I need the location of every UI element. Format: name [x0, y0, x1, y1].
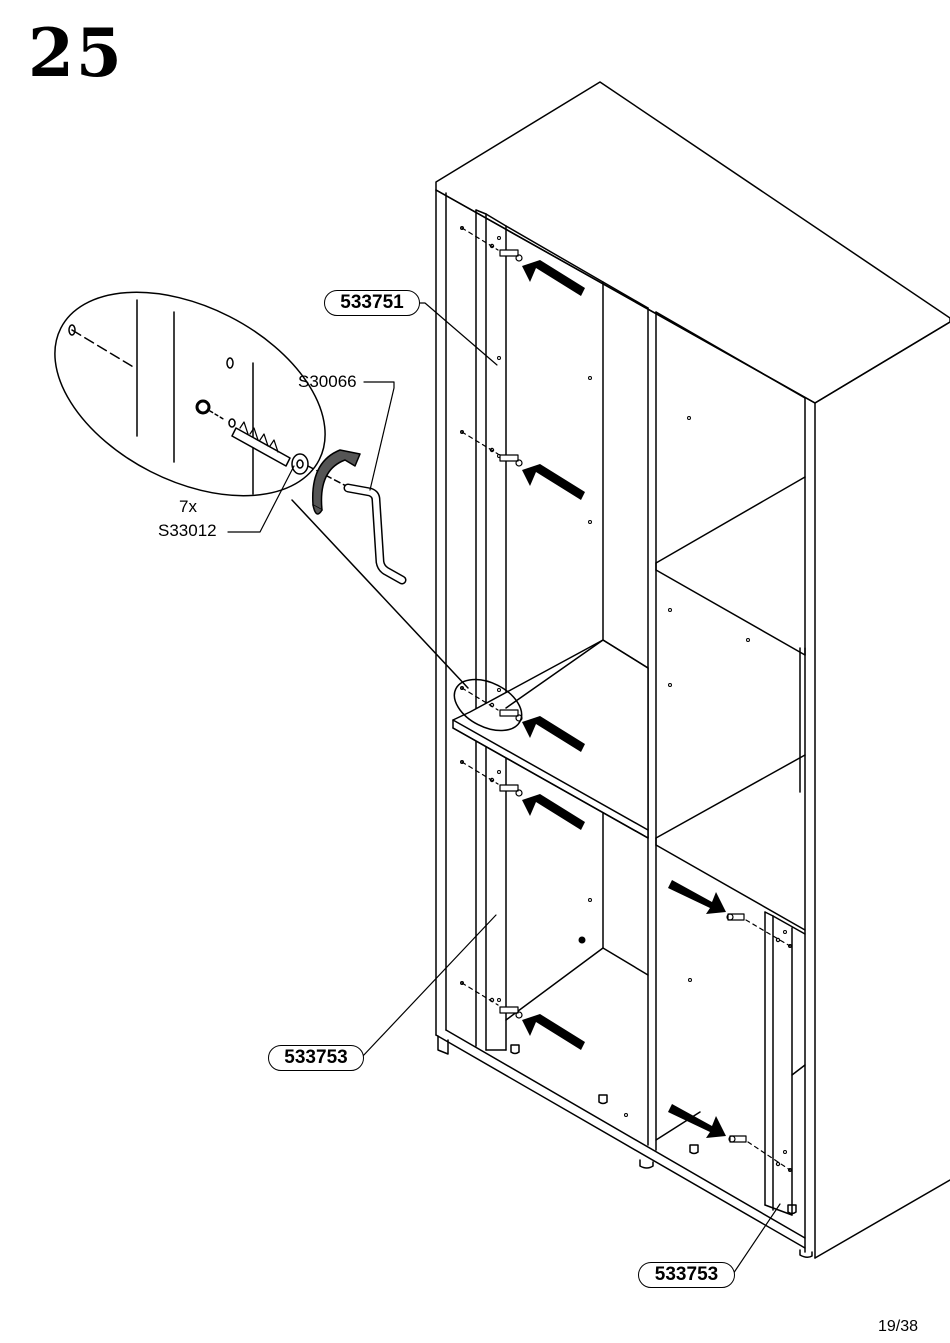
right-lower-side-panel	[765, 912, 805, 1215]
dowels	[511, 1045, 796, 1214]
fitting-label: S33012	[158, 521, 217, 541]
part-label-533751: 533751	[324, 290, 420, 316]
tool-label: S30066	[298, 372, 357, 392]
cabinet-top	[436, 82, 950, 403]
arrow-icon	[522, 1014, 585, 1050]
left-side-panel	[476, 210, 506, 1050]
allen-key-tool	[348, 488, 402, 580]
arrow-icon	[522, 464, 585, 500]
arrow-icon	[668, 1104, 726, 1138]
lower-left-floor	[506, 948, 648, 1020]
right-shelves	[656, 477, 805, 1140]
arrow-icon	[668, 880, 726, 914]
page-number: 19/38	[878, 1318, 918, 1336]
detail-magnifier	[21, 251, 530, 741]
arrow-icon	[522, 794, 585, 830]
part-label-533753-left: 533753	[268, 1045, 364, 1071]
part-label-533753-right: 533753	[638, 1262, 735, 1288]
fitting-quantity: 7x	[179, 497, 197, 517]
